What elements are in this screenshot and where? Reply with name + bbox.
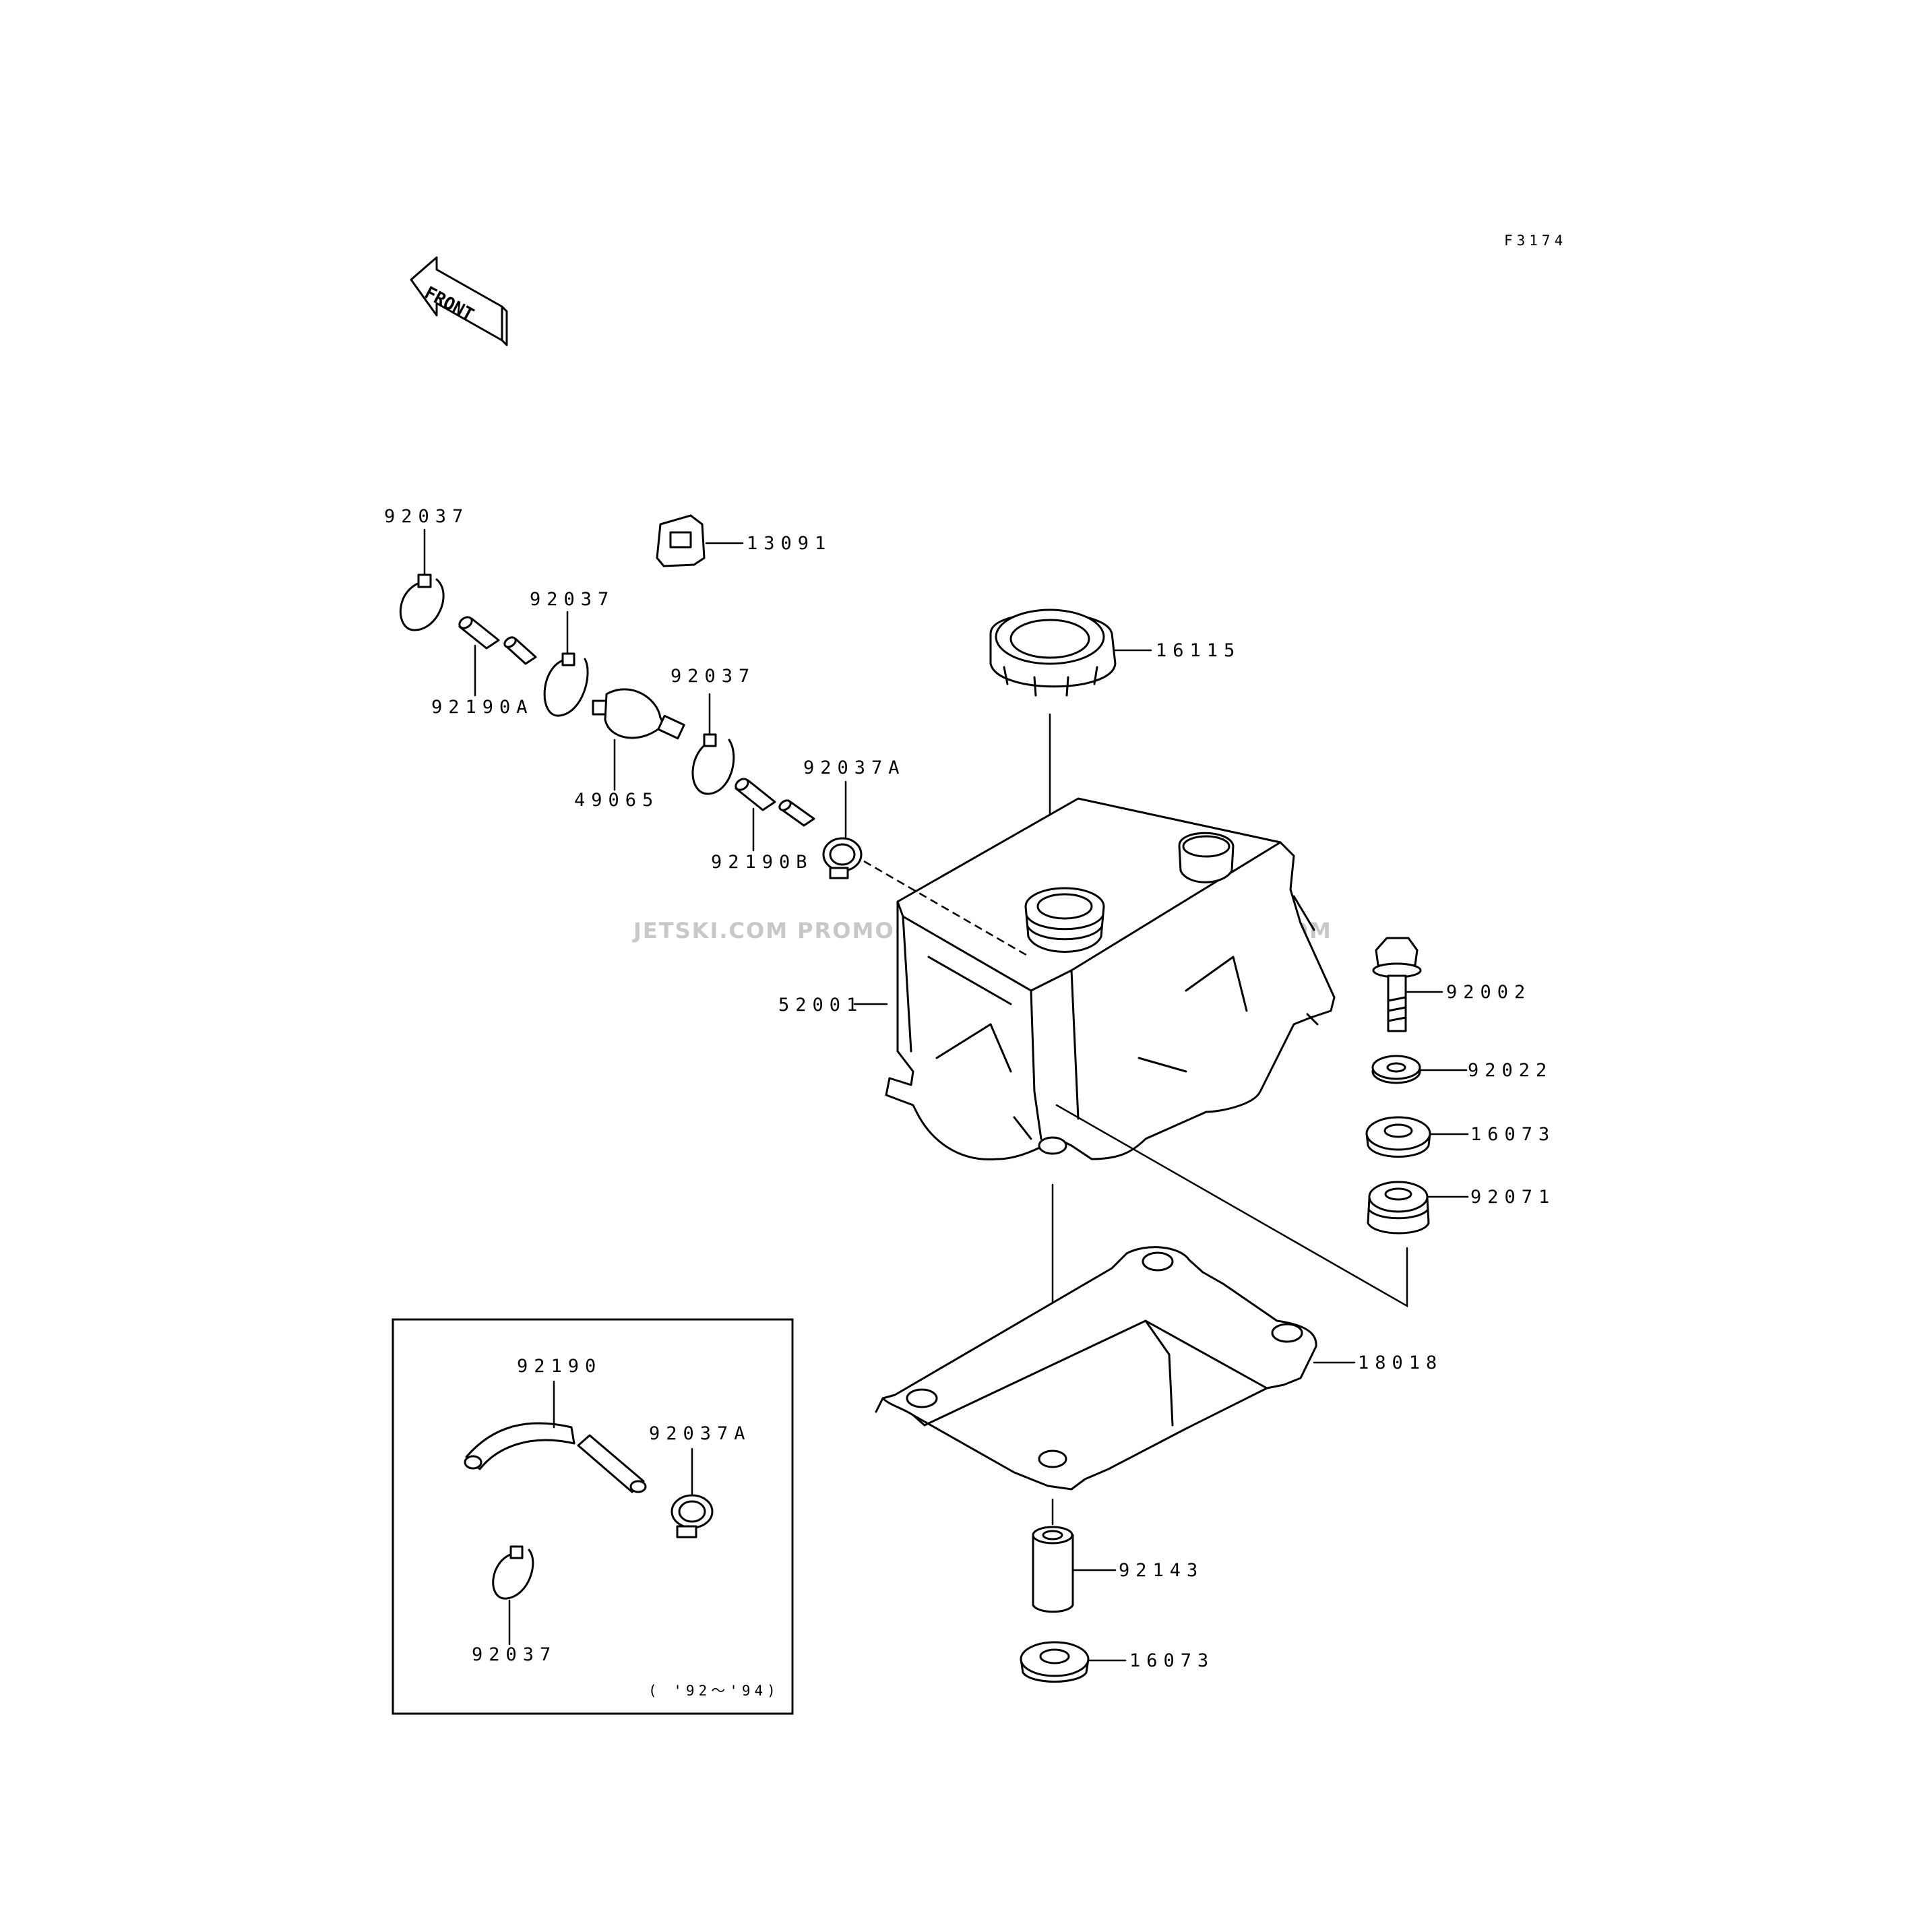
callout-13091: 13091	[747, 533, 832, 554]
hose-clamp-icon	[691, 733, 735, 795]
hose-clamp-icon	[492, 1545, 534, 1600]
hose-icon	[464, 1422, 647, 1493]
callout-inset-92037A: 92037A	[649, 1423, 751, 1444]
callout-92037-right: 92037	[671, 666, 755, 687]
bolt-icon	[1372, 937, 1422, 1032]
callout-inset-92190: 92190	[517, 1356, 602, 1377]
callout-16073-upper: 16073	[1470, 1124, 1555, 1145]
washer-icon	[1371, 1055, 1421, 1084]
clip-icon	[656, 514, 706, 567]
figure-code: F3174	[1504, 232, 1567, 249]
callout-49065: 49065	[574, 790, 659, 811]
callout-92037A: 92037A	[803, 757, 906, 778]
callout-92037-mid: 92037	[530, 589, 615, 610]
rubber-damper-icon	[1367, 1181, 1430, 1235]
callout-18018: 18018	[1358, 1352, 1443, 1373]
callout-inset-92037: 92037	[472, 1644, 557, 1665]
inset-year-note: ( '92～'94)	[648, 1683, 780, 1699]
fuel-filter-icon	[592, 688, 685, 740]
callout-16115: 16115	[1156, 640, 1241, 661]
callout-92190A: 92190A	[431, 697, 534, 718]
callout-92002: 92002	[1446, 982, 1531, 1003]
front-arrow-icon: FRONT	[410, 256, 508, 346]
fuel-tank-icon	[885, 797, 1336, 1160]
grommet-icon	[1365, 1116, 1431, 1158]
callout-92022: 92022	[1468, 1060, 1553, 1081]
inset-box: 92190 92037A 92037 ( '92～'94)	[392, 1318, 794, 1715]
collar-icon	[1032, 1526, 1074, 1613]
callout-92190B: 92190B	[711, 852, 813, 873]
callout-92037-top-left: 92037	[384, 506, 469, 527]
callout-52001: 52001	[778, 995, 863, 1016]
grommet-icon	[1020, 1641, 1090, 1683]
bracket-icon	[875, 1246, 1317, 1491]
callout-16073-lower: 16073	[1129, 1650, 1214, 1671]
hose-segment-icon	[458, 616, 537, 665]
screw-clamp-icon	[671, 1494, 714, 1538]
screw-clamp-icon	[822, 837, 863, 879]
hose-segment-icon	[735, 778, 815, 827]
hose-clamp-icon	[399, 573, 445, 631]
fuel-cap-icon	[989, 609, 1117, 697]
callout-92071: 92071	[1470, 1187, 1555, 1208]
callout-92143: 92143	[1119, 1560, 1204, 1581]
hose-clamp-icon	[543, 652, 589, 717]
